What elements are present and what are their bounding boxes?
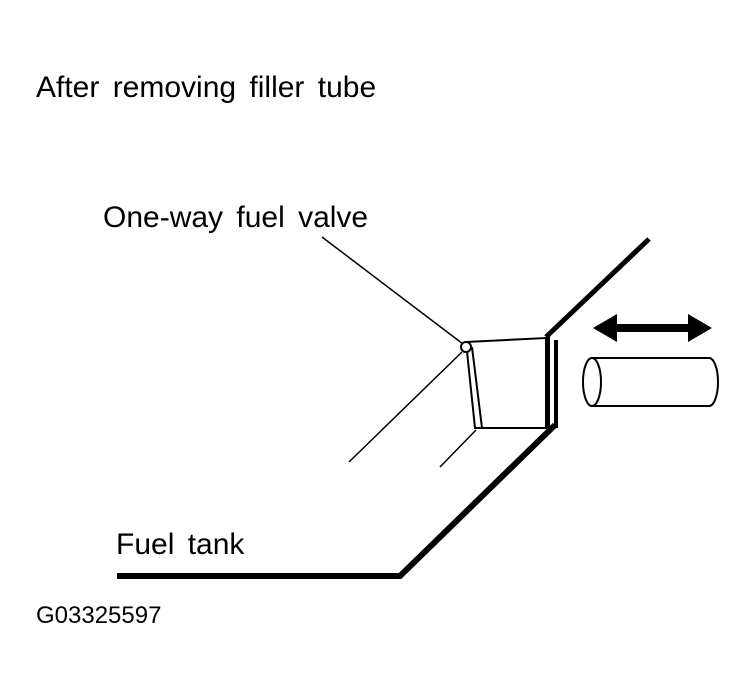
perspective-line-left — [348, 351, 463, 463]
double-arrow-icon — [593, 314, 712, 342]
one-way-valve-label: One-way fuel valve — [103, 201, 369, 234]
one-way-valve-flap-edge — [471, 346, 483, 429]
valve-leader-line — [321, 236, 464, 345]
fuel-tank-label: Fuel tank — [116, 528, 245, 561]
figure-id: G03325597 — [36, 602, 162, 629]
one-way-valve-body — [464, 336, 547, 429]
perspective-line-right — [439, 429, 477, 468]
filler-tube-cylinder — [582, 357, 719, 407]
filler-neck-upper-edge — [544, 237, 651, 339]
fuel-tank-outline — [117, 422, 558, 579]
one-way-valve-hinge — [460, 341, 472, 353]
diagram-title: After removing filler tube — [36, 71, 377, 104]
